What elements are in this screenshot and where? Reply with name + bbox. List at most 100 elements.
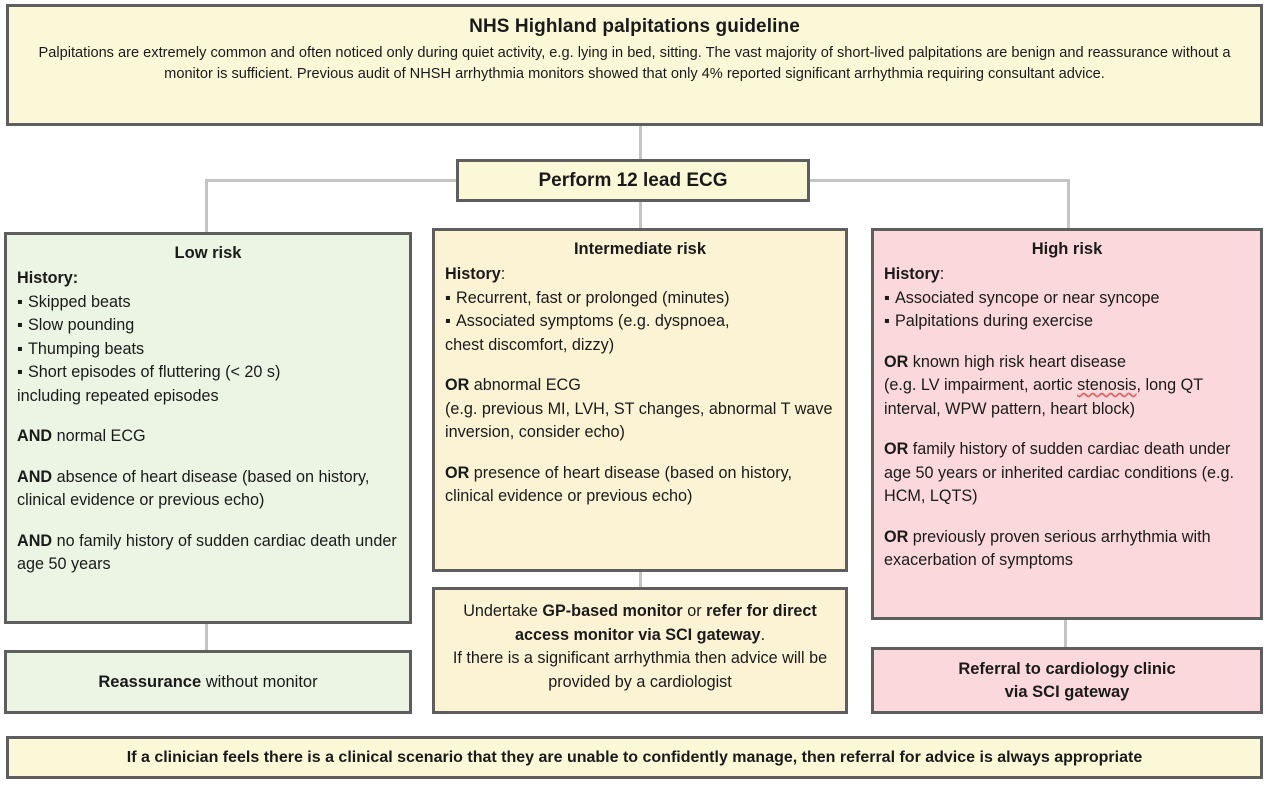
spellcheck-flagged-word: stenosis	[1077, 376, 1137, 394]
guideline-header-box: NHS Highland palpitations guideline Palp…	[6, 4, 1263, 126]
history-label: History	[445, 265, 501, 283]
logic-connector: OR	[884, 527, 909, 546]
bullet-icon: ▪	[17, 316, 23, 334]
low-risk-bullet-0: Skipped beats	[28, 292, 131, 311]
spacer	[17, 513, 399, 530]
low-risk-box: Low risk History: ▪Skipped beats ▪Slow p…	[4, 232, 412, 624]
connector-ecg-to-low-horizontal	[205, 179, 458, 182]
connector-ecg-to-low-vertical	[205, 179, 208, 234]
bullet-icon: ▪	[884, 312, 890, 330]
bullet-icon: ▪	[445, 312, 451, 330]
spacer	[884, 421, 1250, 438]
spacer	[17, 449, 399, 466]
history-colon: :	[939, 265, 945, 283]
intermediate-risk-history-label: History:	[445, 263, 835, 287]
perform-ecg-label: Perform 12 lead ECG	[538, 169, 728, 191]
spacer	[445, 445, 835, 462]
page-title: NHS Highland palpitations guideline	[469, 16, 800, 37]
low-risk-criterion-1: AND absence of heart disease (based on h…	[17, 466, 399, 513]
high-risk-bullet-0: Associated syncope or near syncope	[895, 288, 1160, 307]
intermediate-risk-box: Intermediate risk History: ▪ Recurrent, f…	[432, 228, 848, 572]
logic-connector: OR	[445, 376, 470, 394]
intermediate-risk-criteria: History: ▪ Recurrent, fast or prolonged (…	[445, 263, 835, 509]
high-risk-criterion-3: OR previously proven serious arrhythmia …	[884, 526, 1250, 573]
high-risk-outcome-text: Referral to cardiology clinic via SCI ga…	[958, 658, 1175, 704]
gp-based-monitor-emphasis: GP-based monitor	[542, 602, 683, 620]
criterion-text: presence of heart disease (based on hist…	[445, 463, 793, 506]
low-risk-outcome-rest: without monitor	[201, 672, 318, 691]
high-risk-criterion-2: OR family history of sudden cardiac deat…	[884, 438, 1250, 509]
low-risk-title: Low risk	[174, 244, 242, 262]
clinician-advice-footer-box: If a clinician feels there is a clinical…	[6, 736, 1263, 779]
logic-connector: OR	[445, 463, 470, 482]
logic-connector: AND	[17, 427, 53, 445]
high-risk-bullet-1: Palpitations during exercise	[895, 312, 1093, 330]
intermediate-risk-bullet-1: Associated symptoms (e.g. dyspnoea,	[456, 312, 730, 330]
criterion-text: normal ECG	[52, 427, 146, 445]
connector-ecg-to-intermediate	[639, 201, 642, 233]
list-item: ▪ Associated symptoms (e.g. dyspnoea,	[445, 310, 835, 334]
outcome-period: .	[760, 625, 766, 644]
list-item: ▪Short episodes of fluttering (< 20 s)	[17, 361, 399, 385]
criterion-text: previously proven serious arrhythmia wit…	[884, 527, 1211, 570]
bullet-icon: ▪	[17, 339, 23, 358]
logic-connector: OR	[884, 440, 909, 458]
connector-high-to-outcome	[1064, 618, 1067, 648]
connector-ecg-to-high-horizontal	[808, 179, 1070, 182]
connector-low-to-outcome	[205, 622, 208, 651]
intermediate-risk-bullet-continuation: chest discomfort, dizzy)	[445, 335, 615, 354]
list-item: ▪Slow pounding	[17, 314, 399, 338]
high-risk-outcome-line2: via SCI gateway	[1004, 682, 1130, 701]
bullet-icon: ▪	[445, 288, 451, 307]
intermediate-risk-title: Intermediate risk	[573, 240, 707, 258]
list-item: ▪Associated syncope or near syncope	[884, 287, 1250, 311]
logic-connector: AND	[17, 531, 53, 550]
spacer	[445, 357, 835, 374]
intermediate-risk-bullet-0: Recurrent, fast or prolonged (minutes)	[456, 288, 730, 307]
high-risk-outcome-box: Referral to cardiology clinic via SCI ga…	[871, 647, 1263, 714]
logic-connector: AND	[17, 467, 53, 486]
criterion-text-post: , long QT interval, WPW pattern, heart b…	[884, 376, 1203, 418]
list-item: ▪Skipped beats	[17, 291, 399, 315]
list-item: ▪ Recurrent, fast or prolonged (minutes)	[445, 287, 835, 311]
high-risk-title: High risk	[1031, 240, 1103, 258]
low-risk-outcome-box: Reassurance without monitor	[4, 650, 412, 714]
criterion-text: known high risk heart disease	[908, 352, 1127, 371]
high-risk-box: High risk History: ▪Associated syncope o…	[871, 228, 1263, 620]
connector-intermediate-to-outcome	[639, 570, 642, 588]
low-risk-outcome-emphasis: Reassurance	[98, 672, 202, 691]
intermediate-risk-outcome-note: If there is a significant arrhythmia the…	[452, 649, 828, 691]
intermediate-risk-outcome-text: Undertake GP-based monitor or refer for …	[449, 600, 831, 694]
outcome-prefix: Undertake	[463, 602, 543, 620]
criterion-text-pre: (e.g. LV impairment, aortic	[884, 376, 1078, 394]
criterion-text: no family history of sudden cardiac deat…	[17, 531, 397, 574]
low-risk-bullet-2: Thumping beats	[28, 339, 145, 358]
low-risk-criteria: History: ▪Skipped beats ▪Slow pounding ▪…	[17, 267, 399, 577]
bullet-icon: ▪	[17, 363, 23, 381]
high-risk-criterion-1: (e.g. LV impairment, aortic stenosis, lo…	[884, 374, 1250, 421]
low-risk-criterion-0: AND normal ECG	[17, 425, 399, 449]
logic-connector: OR	[884, 352, 909, 371]
history-colon: :	[500, 265, 506, 283]
history-label: History	[884, 265, 940, 283]
high-risk-criteria: History: ▪Associated syncope or near syn…	[884, 263, 1250, 573]
intermediate-risk-outcome-box: Undertake GP-based monitor or refer for …	[432, 587, 848, 714]
low-risk-outcome-text: Reassurance without monitor	[98, 673, 317, 692]
high-risk-criterion-0: OR known high risk heart disease	[884, 351, 1250, 375]
spacer	[884, 509, 1250, 526]
low-risk-criterion-2: AND no family history of sudden cardiac …	[17, 530, 399, 577]
criterion-text: family history of sudden cardiac death u…	[884, 440, 1235, 505]
connector-ecg-to-high-vertical	[1067, 179, 1070, 234]
high-risk-outcome-line1: Referral to cardiology clinic	[958, 659, 1176, 678]
criterion-text: abnormal ECG	[469, 376, 581, 394]
intermediate-risk-criterion-1: (e.g. previous MI, LVH, ST changes, abno…	[445, 399, 833, 442]
perform-ecg-box: Perform 12 lead ECG	[456, 159, 810, 202]
high-risk-history-label: History:	[884, 263, 1250, 287]
outcome-conjunction: or	[682, 602, 707, 620]
low-risk-history-label: History:	[17, 269, 79, 287]
criterion-text: absence of heart disease (based on histo…	[17, 467, 370, 510]
connector-header-to-ecg	[639, 126, 642, 160]
spacer	[884, 334, 1250, 351]
clinician-advice-footer-text: If a clinician feels there is a clinical…	[126, 748, 1143, 766]
